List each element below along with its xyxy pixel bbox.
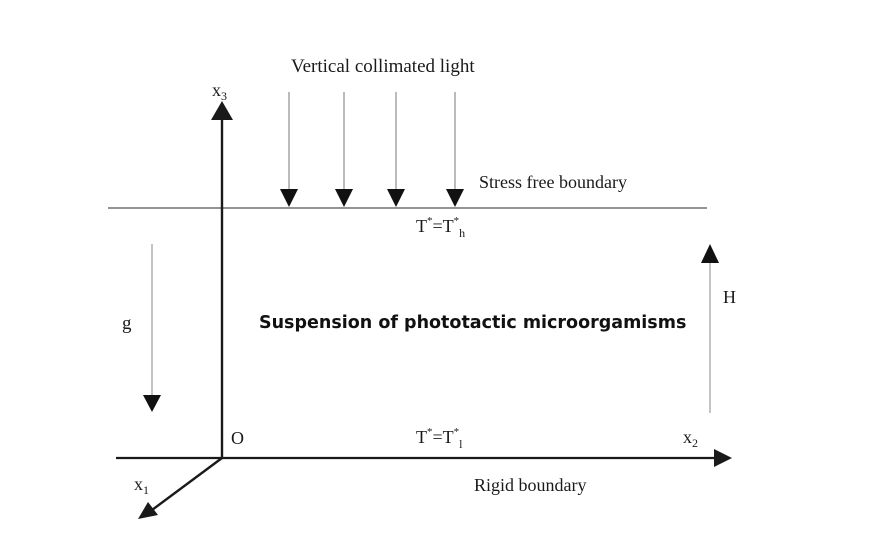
collimated-light-arrows bbox=[280, 92, 464, 207]
light-label: Vertical collimated light bbox=[291, 56, 475, 77]
gravity-label: g bbox=[122, 313, 132, 334]
x2-axis-arrowhead bbox=[714, 449, 732, 467]
height-arrowhead bbox=[701, 244, 719, 263]
x3-axis-label: x3 bbox=[212, 80, 227, 103]
x1-axis-label: x1 bbox=[134, 474, 149, 497]
suspension-label: Suspension of phototactic microorgamisms bbox=[259, 313, 686, 333]
top-boundary-label: Stress free boundary bbox=[479, 172, 627, 192]
gravity-arrowhead bbox=[143, 395, 161, 412]
light-ray-3-head bbox=[387, 189, 405, 207]
light-ray-1-head bbox=[280, 189, 298, 207]
x3-axis-arrowhead bbox=[211, 101, 233, 120]
bottom-boundary-label: Rigid boundary bbox=[474, 475, 587, 495]
bottom-temperature-label: T*=T*l bbox=[416, 426, 463, 451]
origin-label: O bbox=[231, 428, 244, 448]
x2-axis-label: x2 bbox=[683, 427, 698, 450]
top-temperature-label: T*=T*h bbox=[416, 215, 465, 240]
light-ray-4-head bbox=[446, 189, 464, 207]
x1-axis-arrowhead bbox=[138, 502, 158, 519]
light-ray-2-head bbox=[335, 189, 353, 207]
height-label: H bbox=[723, 287, 736, 307]
x1-axis-line bbox=[151, 457, 223, 511]
